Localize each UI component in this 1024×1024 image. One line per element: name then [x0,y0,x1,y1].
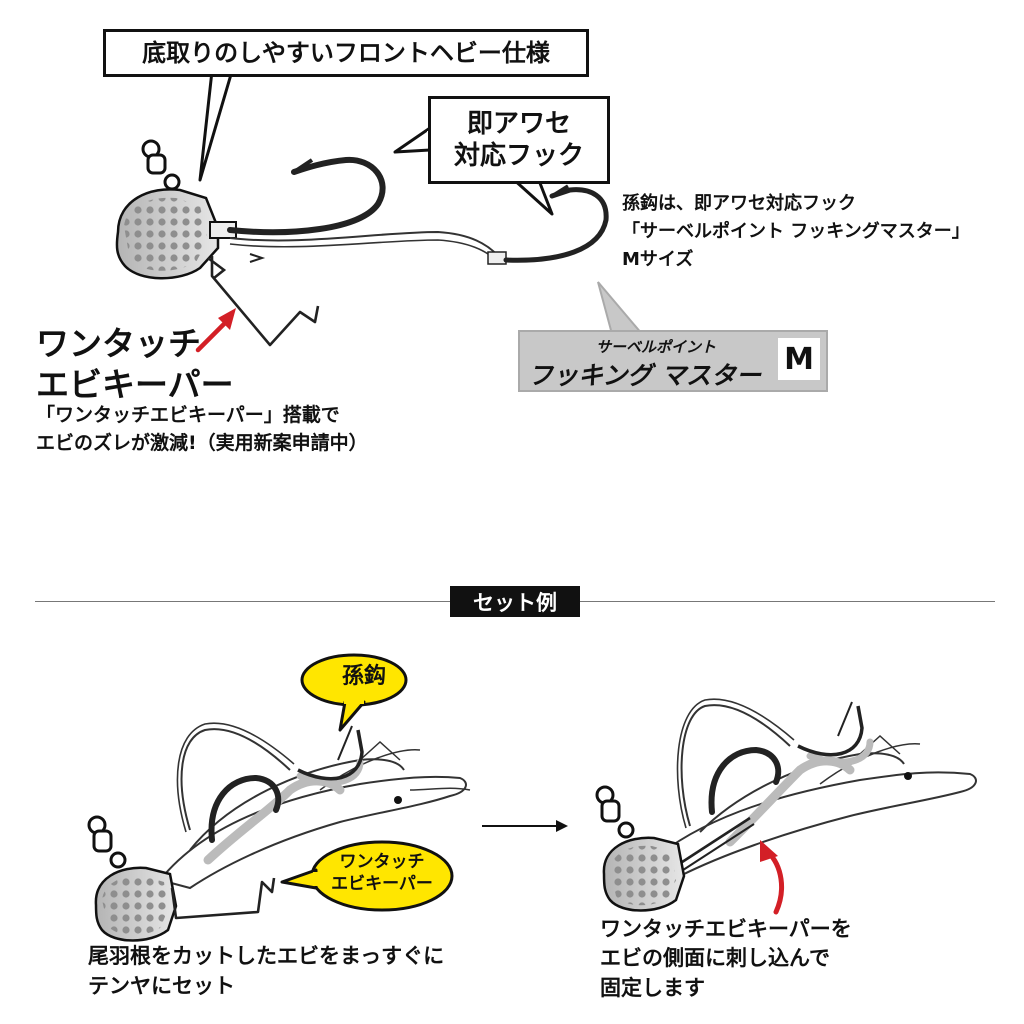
callout-quick-hook-line-1: 即アワセ [466,108,571,139]
product-label-main: フッキング マスター [528,361,761,390]
section-title: セット例 [450,586,580,617]
callout-front-heavy-text: 底取りのしやすいフロントヘビー仕様 [142,39,550,67]
stinger-hook-description: 孫鈎は、即アワセ対応フック 「サーベルポイント フッキングマスター」 Mサイズ [622,190,970,274]
stinger-hook-description-line-2: 「サーベルポイント フッキングマスター」 [622,220,970,242]
bubble-ebi-shape [280,840,454,912]
bubble-ebi-keeper-line-1: ワンタッチ [339,852,425,872]
callout-quick-hook-line-2: 対応フック [453,141,584,171]
onetouch-keeper-title-line-1: ワンタッチ [36,324,201,363]
callout-front-heavy: 底取りのしやすいフロントヘビー仕様 [103,29,589,77]
onetouch-keeper-title: ワンタッチ エビキーパー [36,323,234,406]
caption-right: ワンタッチエビキーパーを エビの側面に刺し込んで 固定します [600,915,852,1003]
section-divider-right [580,601,995,602]
stinger-hook-description-line-3: Mサイズ [622,248,694,270]
onetouch-keeper-description-line-1: 「ワンタッチエビキーパー」搭載で [36,404,340,426]
section-divider-left [35,601,450,602]
next-step-arrow [482,820,568,832]
bubble-ebi-keeper-label: ワンタッチ エビキーパー [320,851,444,895]
caption-right-line-3: 固定します [600,975,705,1000]
caption-left: 尾羽根をカットしたエビをまっすぐに テンヤにセット [88,941,444,1002]
bubble-mago-label: 孫鈎 [341,664,386,689]
bubble-ebi-keeper-line-2: エビキーパー [331,874,433,895]
callout-quick-hook: 即アワセ 対応フック [428,96,610,184]
onetouch-keeper-description-line-2: エビのズレが激減!（実用新案申請中） [36,431,368,454]
set-example-left [87,722,471,942]
onetouch-keeper-description: 「ワンタッチエビキーパー」搭載で エビのズレが激減!（実用新案申請中） [36,402,368,457]
tenya-jig-top [115,139,609,347]
product-label-pointer [597,281,645,335]
keeper-arrow [195,319,229,353]
product-label: サーベルポイント フッキング マスター M [518,330,828,392]
set-example-right [595,698,977,912]
product-size-badge: M [778,338,820,380]
onetouch-keeper-title-line-2: エビキーパー [36,365,234,405]
caption-left-line-1: 尾羽根をカットしたエビをまっすぐに [88,944,445,968]
caption-right-line-2: エビの側面に刺し込んで [600,946,830,971]
callout-quick-pointer-left [393,126,432,154]
product-label-sub: サーベルポイント [596,338,717,356]
section-title-text: セット例 [473,590,557,615]
caption-right-line-1: ワンタッチエビキーパーを [600,917,852,941]
callout-front-pointer [198,69,234,182]
stinger-hook-description-line-1: 孫鈎は、即アワセ対応フック [622,193,856,214]
insert-arrow [765,849,784,915]
bubble-mago-shape [300,653,408,732]
caption-left-line-2: テンヤにセット [88,974,235,999]
